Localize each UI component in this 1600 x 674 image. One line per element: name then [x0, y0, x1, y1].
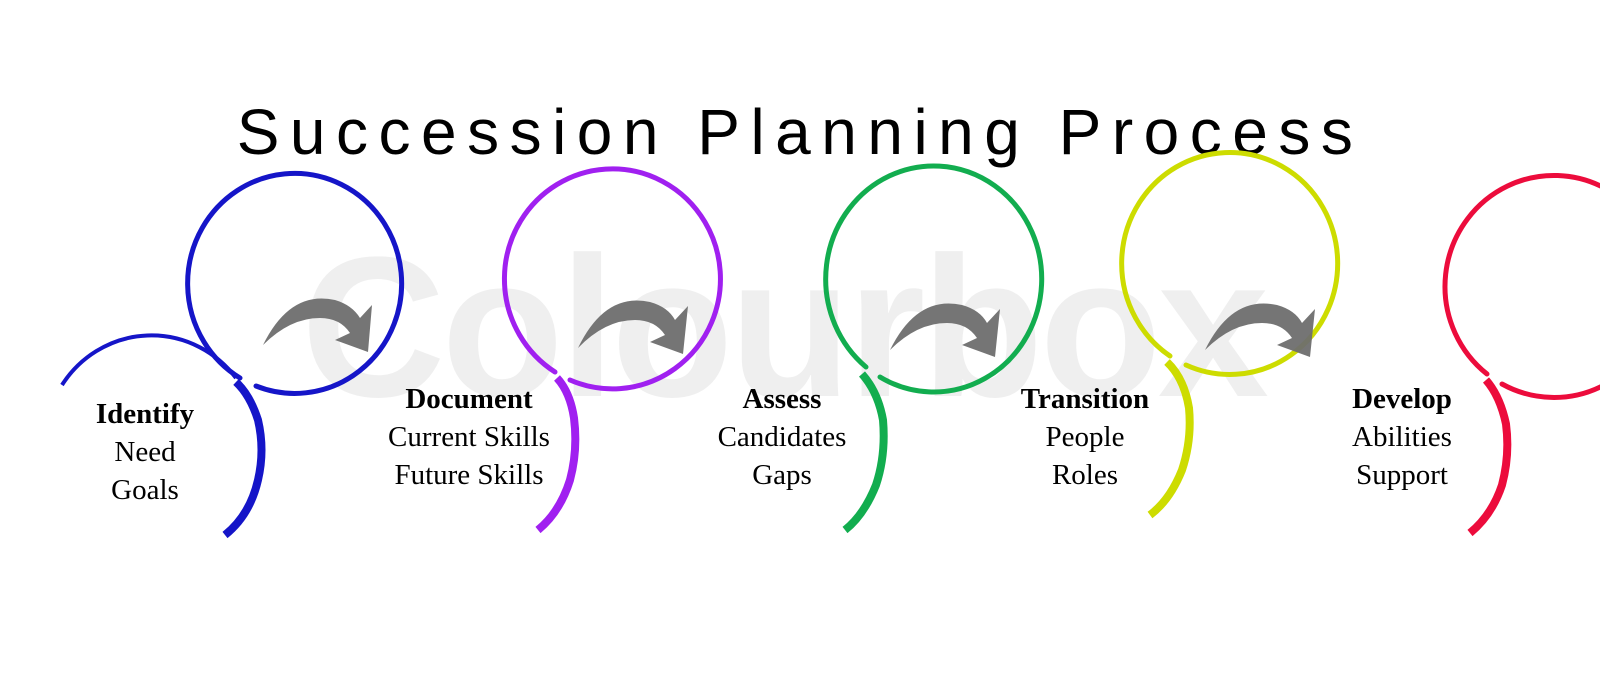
step-heading: Identify	[95, 398, 195, 430]
step-line: Need	[114, 436, 176, 468]
arrow-icon-3	[890, 303, 1000, 357]
step-circle-document	[501, 166, 723, 534]
step-assess: Assess Candidates Gaps	[652, 380, 912, 494]
step-document: Document Current Skills Future Skills	[339, 380, 599, 494]
step-line: Abilities	[1352, 421, 1452, 453]
step-develop: Develop Abilities Support	[1272, 380, 1532, 494]
step-transition: Transition People Roles	[955, 380, 1215, 494]
step-line: Support	[1356, 459, 1448, 491]
step-line: Roles	[1051, 459, 1119, 491]
step-line: Gaps	[752, 459, 812, 491]
step-circle-transition	[1119, 150, 1341, 519]
diagram-title: Succession Planning Process	[236, 96, 1364, 168]
step-heading: Document	[405, 383, 533, 415]
step-line: Future Skills	[394, 459, 544, 491]
step-identify: Identify Need Goals	[15, 395, 275, 509]
step-line: Current Skills	[388, 421, 550, 453]
step-line: Candidates	[717, 421, 847, 453]
step-heading: Assess	[742, 383, 822, 415]
step-heading: Develop	[1352, 383, 1452, 415]
step-line: People	[1045, 421, 1125, 453]
step-line: Goals	[111, 474, 179, 506]
step-circle-assess	[823, 163, 1045, 534]
arrow-icon-2	[578, 300, 688, 354]
step-circle-develop	[1442, 172, 1600, 537]
step-circle-identify	[60, 170, 405, 539]
arrow-icon-4	[1205, 303, 1315, 357]
step-heading: Transition	[1020, 383, 1150, 415]
watermark: Colourbox	[301, 216, 1269, 439]
arrow-icon-1	[263, 298, 372, 352]
